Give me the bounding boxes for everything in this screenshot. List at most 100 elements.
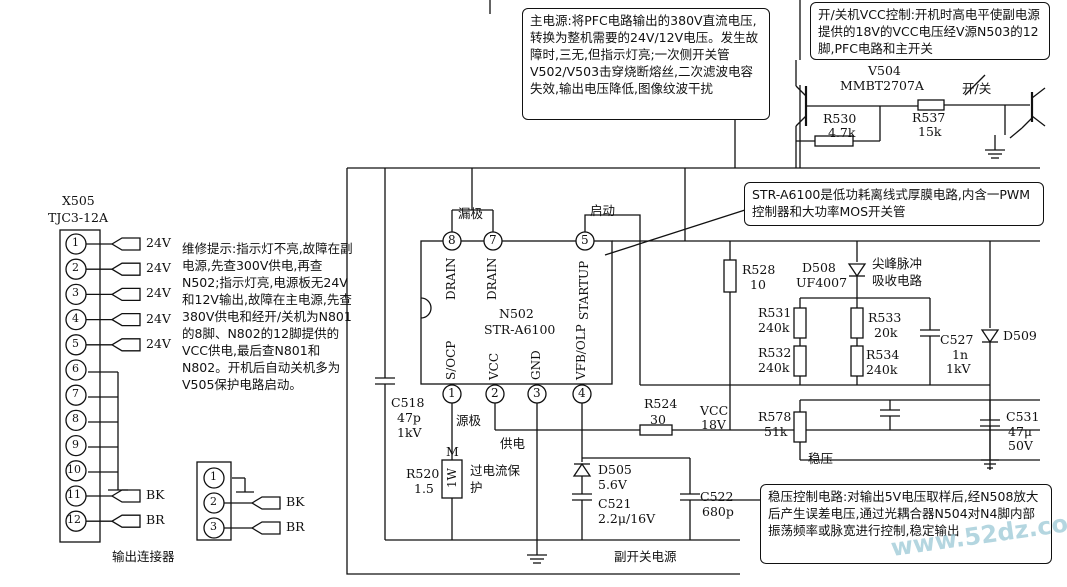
ic-top-pin-number: 5	[581, 233, 589, 247]
spike-label: 尖峰脉冲吸收电路	[872, 256, 923, 288]
ic-supply-label: 供电	[500, 436, 526, 451]
r520-power: 1W	[445, 468, 459, 488]
r532-value: 240k	[758, 360, 790, 375]
connector-pin-number: 12	[67, 513, 81, 527]
switch-label: 开/关	[962, 81, 992, 96]
c527-value2: 1kV	[946, 361, 971, 376]
connector-pin-number: 7	[72, 387, 79, 401]
c522-value: 680p	[702, 504, 734, 519]
r528-ref: R528	[742, 262, 776, 277]
connector-pin-number: 4	[72, 311, 79, 325]
connector-pin-number: 6	[72, 362, 79, 375]
ic-bottom-pin-name: VFB/OLP	[574, 324, 588, 380]
ic-bottom-pin-name: GND	[529, 350, 543, 380]
ic-top-pin-name: STARTUP	[577, 260, 591, 320]
c521-value: 2.2μ/16V	[598, 511, 656, 526]
ic-bottom-pin-number: 3	[533, 386, 541, 400]
vcc18-value: 18V	[701, 417, 726, 432]
c531-value2: 50V	[1008, 438, 1033, 453]
small-connector-pin-label: BK	[286, 494, 305, 509]
r524-ref: R524	[644, 396, 678, 411]
connector-terminal-arrow	[110, 312, 141, 327]
connector-terminal-arrow	[110, 338, 141, 352]
r533-value: 20k	[874, 325, 898, 340]
ic-bottom-pin-name: VCC	[487, 352, 501, 380]
connector-pin-7	[65, 384, 87, 406]
connector-ref: X505	[62, 193, 95, 208]
n502-ic-body	[420, 240, 613, 385]
ic-bottom-pin-number: 1	[448, 386, 456, 400]
connector-pin-number: 9	[72, 437, 79, 451]
connector-pin-number: 10	[67, 462, 81, 476]
r533-ref: R533	[868, 310, 902, 325]
connector-pin-6	[65, 359, 87, 381]
r578-ref: R578	[758, 409, 792, 424]
c531-ref: C531	[1006, 409, 1040, 424]
v504-ref: V504	[868, 63, 901, 78]
c531-value1: 47μ	[1008, 424, 1033, 439]
v504-transistor-symbol	[795, 60, 920, 168]
d505-value: 5.6V	[598, 477, 627, 492]
connector-terminal-arrow	[110, 287, 141, 302]
ic-leak-label: 漏极	[458, 206, 484, 221]
small-connector-pin-label: BR	[286, 519, 305, 534]
r578-value: 51k	[764, 424, 788, 439]
wenya-label: 稳压	[808, 451, 834, 466]
d505-ref: D505	[598, 462, 632, 477]
main-power-note: 主电源:将PFC电路输出的380V直流电压,转换为整机需要的24V/12V电压。…	[522, 8, 770, 120]
ic-bottom-pin-number: 4	[578, 386, 586, 400]
connector-terminal-arrow	[110, 514, 141, 528]
ic-ref: N502	[499, 306, 534, 321]
connector-caption: 输出连接器	[112, 549, 175, 564]
r528-symbol	[723, 259, 737, 293]
connector-pin-number: 1	[72, 236, 79, 249]
small-connector-pin-number: 3	[210, 520, 217, 533]
r537-symbol	[917, 99, 945, 111]
r520-value: 1.5	[414, 481, 434, 496]
connector-pin-10	[65, 460, 87, 482]
r532-ref: R532	[758, 345, 792, 360]
small-connector-pin-number: 2	[210, 495, 217, 508]
ic-start-label: 启动	[590, 203, 616, 218]
ic-top-pin-name: DRAIN	[444, 257, 458, 300]
small-connector-terminal-arrow	[250, 496, 281, 510]
connector-pin-number: 8	[72, 412, 79, 426]
aux-caption: 副开关电源	[614, 549, 677, 564]
connector-pin-label: 24V	[146, 335, 171, 351]
r537-value: 15k	[918, 124, 942, 139]
connector-pin-8	[65, 409, 87, 432]
ic-bottom-pin-number: 2	[491, 386, 499, 400]
c521-ref: C521	[598, 496, 632, 511]
small-connector-pin-number: 1	[210, 470, 217, 483]
r528-value: 10	[750, 277, 766, 292]
d508-value: UF4007	[796, 275, 848, 290]
d508-ref: D508	[802, 260, 836, 275]
regulation-note: 稳压控制电路:对输出5V电压取样后,经N508放大后产生误差电压,通过光耦合器N…	[760, 484, 1052, 564]
str-desc-note: STR-A6100是低功耗离线式厚膜电路,内含一PWM控制器和大功率MOS开关管	[744, 182, 1044, 226]
small-connector-pin-1	[203, 467, 225, 489]
d509-ref: D509	[1003, 328, 1037, 343]
connector-pin-9	[65, 434, 87, 457]
connector-pin-label: 24V	[146, 235, 171, 250]
v504-part: MMBT2707A	[840, 78, 924, 93]
connector-terminal-arrow	[110, 237, 141, 251]
c518-value1: 47p	[397, 410, 421, 425]
repair-tip-text: 维修提示:指示灯不亮,故障在副电源,先查300V供电,再查N502;指示灯亮,电…	[182, 241, 353, 392]
ic-source-label: 源极	[456, 413, 482, 428]
r524-value: 30	[650, 412, 666, 427]
connector-terminal-arrow	[110, 489, 141, 503]
c527-value1: 1n	[952, 347, 969, 362]
connector-pin-number: 5	[72, 336, 79, 350]
connector-pin-number: 11	[67, 488, 81, 501]
small-connector-terminal-arrow	[250, 521, 281, 535]
connector-terminal-arrow	[110, 262, 141, 276]
ic-top-pin-number: 7	[489, 233, 497, 247]
r520-ref: R520	[406, 466, 440, 481]
c518-ref: C518	[391, 395, 425, 410]
c518-value2: 1kV	[397, 425, 422, 440]
ic-part: STR-A6100	[484, 322, 556, 337]
ic-top-pin-number: 8	[448, 233, 456, 247]
r534-ref: R534	[866, 347, 900, 362]
r520-m: M	[446, 444, 459, 459]
